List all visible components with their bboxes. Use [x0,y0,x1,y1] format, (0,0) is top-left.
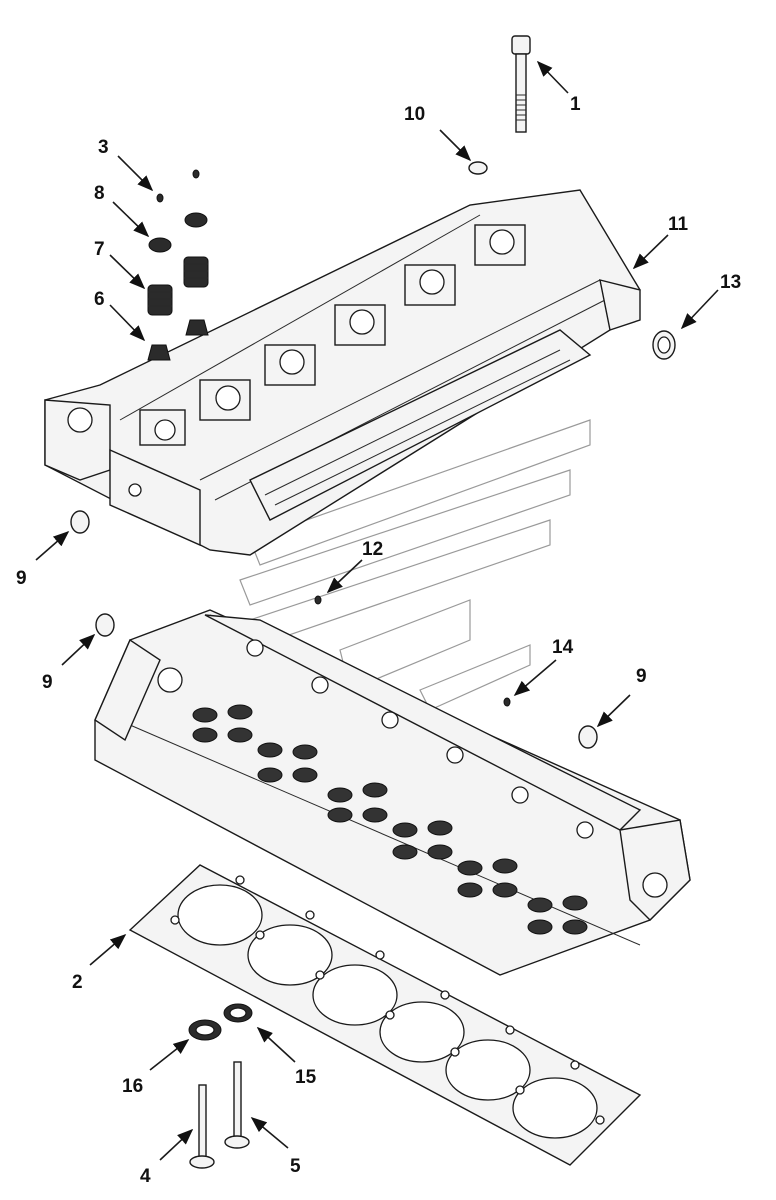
intake-valve-4 [189,1084,215,1169]
valve-seat-insert-15 [223,1003,253,1023]
valve-seat-insert-16 [188,1019,222,1041]
callout-16: 16 [122,1076,143,1097]
callout-5: 5 [290,1156,301,1177]
callout-14: 14 [552,637,574,658]
callout-15: 15 [295,1067,317,1088]
callout-labels: 1 2 3 4 5 6 7 8 9 9 9 10 11 12 13 14 15 … [16,94,741,1187]
leader-lines [35,60,719,1161]
callout-9-mid: 9 [42,672,53,693]
dowel-14 [503,697,511,707]
seal-9-upper [70,510,90,534]
upper-housing [44,189,641,556]
callout-11: 11 [668,214,689,235]
cylinder-head [94,609,691,976]
rocker-towers [139,224,526,446]
spring-retainer-8 [148,212,208,253]
side-ports [246,639,594,839]
head-bolt [511,35,531,133]
callout-8: 8 [94,183,105,204]
exhaust-valve-5 [224,1061,250,1149]
valve-keeper-3 [156,169,200,203]
valve-stem-seal-6 [147,319,209,361]
callout-13: 13 [720,272,741,293]
callout-10: 10 [404,104,425,125]
seal-9-right [578,725,598,749]
callout-3: 3 [98,137,109,158]
head-gasket [128,864,642,1166]
callout-9-upper: 9 [16,568,27,589]
callout-4: 4 [140,1166,151,1187]
dowel-12 [314,595,322,605]
valve-spring-7 [147,256,209,316]
callout-12: 12 [362,539,383,560]
callout-1: 1 [570,94,581,115]
callout-9-right: 9 [636,666,647,687]
callout-7: 7 [94,239,105,260]
callout-6: 6 [94,289,105,310]
valve-seats [192,704,588,935]
watermark-logo [239,419,591,711]
callout-2: 2 [72,972,83,993]
seal-9-mid [95,613,115,637]
o-ring-10 [468,161,488,175]
